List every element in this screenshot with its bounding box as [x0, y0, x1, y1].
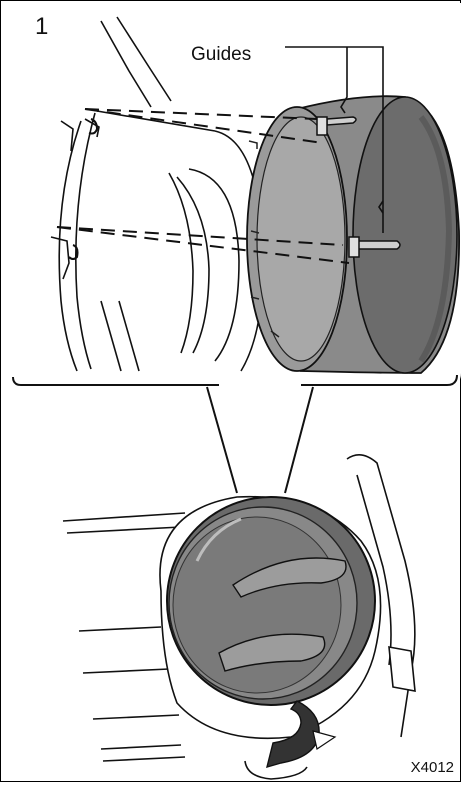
zoom-connector — [207, 387, 313, 493]
fuel-cap-installed — [167, 497, 375, 705]
body-line-5 — [93, 715, 179, 719]
guide-pin-top — [327, 117, 356, 125]
body-line-7 — [103, 757, 185, 761]
body-line-3 — [79, 627, 161, 631]
body-line-6 — [101, 745, 181, 749]
body-line-2 — [67, 527, 181, 533]
step-number: 1 — [35, 15, 48, 39]
cap-tab-top — [317, 117, 327, 135]
cap-tab-bottom — [349, 237, 359, 257]
figure-code: X4012 — [411, 760, 454, 775]
fuel-cap-detail — [247, 96, 459, 373]
body-line-4 — [83, 669, 169, 673]
latch-block — [389, 647, 415, 691]
guides-callout-label: Guides — [191, 45, 257, 64]
body-line-1 — [63, 513, 185, 521]
